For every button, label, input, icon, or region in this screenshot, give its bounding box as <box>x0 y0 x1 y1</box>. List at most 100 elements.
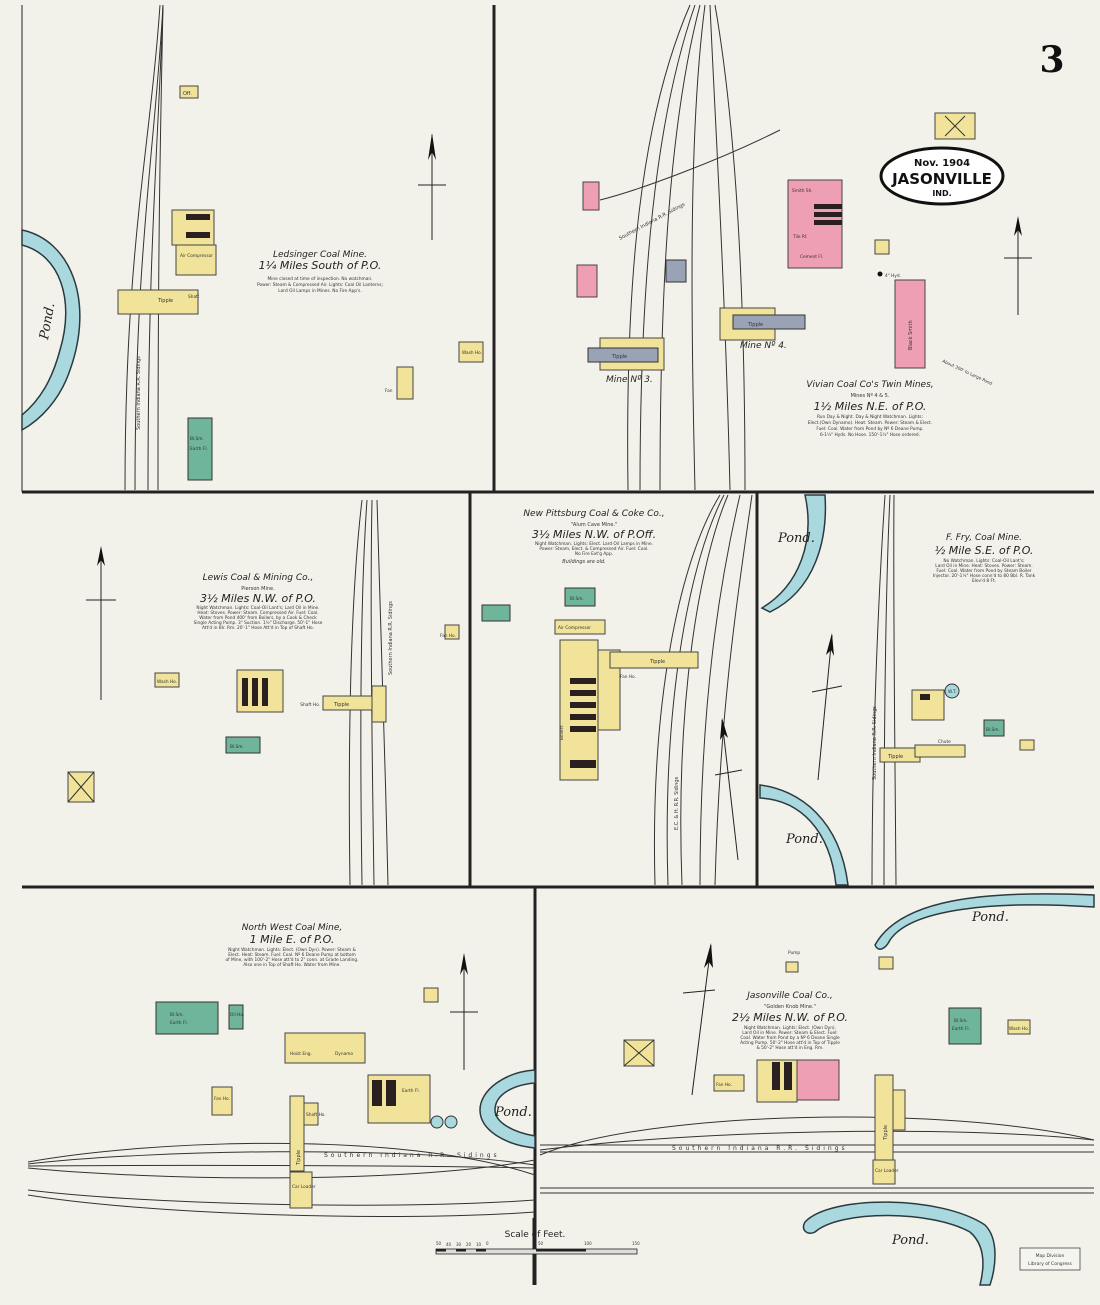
scale-label: Scale of Feet. <box>505 1230 566 1240</box>
smith-shop-label: Smith Sh. <box>792 188 813 194</box>
railroad-sidings <box>654 494 753 886</box>
railroad-sidings <box>871 494 897 886</box>
pond <box>802 1201 996 1286</box>
engine-house <box>911 689 945 721</box>
mine-note-line: Night Watchman. Lights: Coal-Oil Lant's;… <box>196 605 319 611</box>
sheet-number: 3 <box>1039 39 1064 81</box>
wash-house <box>458 341 484 363</box>
mine-name: New Pittsburg Coal & Coke Co., <box>523 509 664 519</box>
mine-note-line: Power: Steam, Elect. & Compressed Air. F… <box>539 546 648 552</box>
blacksmith-shop <box>983 719 1005 737</box>
blacksmith-shop <box>225 736 261 754</box>
mine-note-line: Elect.(Own Dynamo). Heat: Steam. Power: … <box>808 420 932 426</box>
small-building <box>1019 739 1035 751</box>
pond <box>479 1069 536 1149</box>
boiler-house <box>559 639 599 781</box>
mine-note-line: Mine closed at time of inspection. No wa… <box>268 276 373 282</box>
tipple-label: Tipple <box>296 1150 302 1166</box>
north-arrow-icon <box>86 546 116 700</box>
shaft-label: Shaft Ho. <box>306 1112 326 1118</box>
fan-label: Fan Ho. <box>440 633 456 639</box>
office-label: Off. <box>183 91 192 97</box>
mine-note-line: Run Day & Night. Day & Night Watchman. L… <box>817 414 923 420</box>
tipple-label: Tipple <box>333 702 349 708</box>
north-arrow-icon <box>682 943 716 1096</box>
tipple-label: Tipple <box>649 659 665 665</box>
blacksmith-label: Bl.Sm. <box>170 1012 184 1018</box>
wash-house-label: Wash Ho. <box>462 350 482 356</box>
mine-subname: Mines Nº 4 & 5. <box>851 393 890 399</box>
mine-note-line: Lard Oil in Mine. Power: Steam & Elect. … <box>742 1030 838 1036</box>
shaft-label: Shaft <box>188 294 200 300</box>
library-stamp: Map Division Library of Congress <box>1019 1247 1081 1271</box>
tipple-label: Tipple <box>883 1125 889 1141</box>
pond-label: Pond. <box>971 910 1009 925</box>
car-loader-label: Car Loader <box>875 1168 899 1174</box>
pond <box>21 229 81 432</box>
small-building <box>874 239 890 255</box>
mine-distance: 3½ Miles N.W. of P.O. <box>200 592 316 605</box>
mine-note-line: Coal. Water from Pond by a Nº 6 Deane Si… <box>740 1035 840 1041</box>
mine-note-line: Fuel: Coal. Water from Pond by Nº 6 Dean… <box>816 426 923 432</box>
pump-house <box>785 961 799 973</box>
water-tank-icon <box>444 1115 458 1129</box>
pond <box>760 494 827 613</box>
office-building <box>582 181 600 211</box>
pond-label: Pond. <box>891 1233 929 1248</box>
pond-label: Pond. <box>785 832 823 847</box>
earth-floor-label: Earth Fl. <box>402 1088 420 1094</box>
pond-label: Pond. <box>494 1105 532 1120</box>
office-building <box>179 85 199 99</box>
wash-house <box>154 672 180 688</box>
blacksmith-label: Black Smith <box>908 320 914 350</box>
mine-distance: 1½ Miles N.E. of P.O. <box>814 400 927 413</box>
railroad-sidings <box>124 4 164 491</box>
pond <box>759 784 849 886</box>
siding-label: Southern Indiana R.R. Sidings <box>872 706 878 780</box>
tipple-label: Tipple <box>747 322 763 328</box>
earth-floor-label: Earth Fl. <box>170 1020 188 1026</box>
fan-label: Fan Ho. <box>214 1096 230 1102</box>
scale-bar: Scale of Feet. 50 40 30 20 10 0 50 100 1… <box>435 1218 640 1285</box>
mine-distance: 1 Mile E. of P.O. <box>250 933 335 946</box>
panel-vivian-coal-twin-mines: Southern Indiana R.R. Sidings Tipple Min… <box>576 4 1032 491</box>
wash-house-label: Wash Ho. <box>1009 1026 1029 1032</box>
mine-distance: 3½ Miles N.W. of P.Off. <box>532 528 656 541</box>
earth-floor-label: Earth Fl. <box>952 1026 970 1032</box>
panel-borders <box>21 5 1094 1285</box>
fan-house <box>211 1086 233 1116</box>
siding-label: Southern Indiana R.R. Sidings <box>324 1152 500 1159</box>
railroad-sidings <box>27 1142 536 1218</box>
panel-jasonville-coal-golden-knob: Pond. Pond. Southern Indiana R.R. Siding… <box>539 893 1095 1286</box>
earth-floor-label: Earth Fl. <box>190 446 208 452</box>
mine-note-line: Heat: Stoves. Power: Steam. Compressed A… <box>197 610 318 616</box>
mine-note-line: Water from Pond 400' from Boilers, by a … <box>199 615 317 621</box>
blacksmith-label: Bl.Sm. <box>570 596 584 602</box>
title-date: Nov. 1904 <box>914 158 970 169</box>
north-arrow-icon <box>714 718 743 861</box>
title-state: IND. <box>932 189 951 198</box>
scale-tick: 40 <box>446 1242 452 1247</box>
fan-house <box>713 1074 745 1092</box>
mine-note-line: Night Watchman. Lights: Elect. (Own Dyn)… <box>228 947 356 953</box>
scale-tick: 100 <box>584 1241 592 1246</box>
blacksmith-label: Bl.Sm. <box>954 1018 968 1024</box>
siding-label: Southern Indiana R.R. Sidings <box>388 601 394 675</box>
mine-note-line: 6-1¼" Hyds. No Hose. 150'-1½" Hose order… <box>820 431 920 438</box>
tipple-building <box>289 1095 305 1172</box>
railroad-sidings <box>539 1116 1095 1194</box>
mine-distance: ½ Mile S.E. of P.O. <box>935 544 1034 557</box>
compressor-label: Air Compressor <box>558 625 591 631</box>
fan-house <box>396 366 414 400</box>
fan-house <box>444 624 460 640</box>
tile-roof-label: Tile Rf. <box>792 234 807 240</box>
oil-house-label: Oil Ho. <box>230 1012 244 1018</box>
air-compressor-label: Air Compressor <box>180 253 213 259</box>
mine-note-line: No Watchman. Lights: Coal-Oil Lant's; <box>943 558 1024 564</box>
siding-label: Southern Indiana R.R. Sidings <box>672 1145 848 1152</box>
pond-label: Pond. <box>777 531 815 546</box>
blacksmith-shop <box>155 1001 219 1035</box>
north-arrow-icon <box>1004 216 1032 315</box>
blacksmith-label: Bl.Sm. <box>190 436 204 442</box>
oil-house <box>228 1004 244 1030</box>
